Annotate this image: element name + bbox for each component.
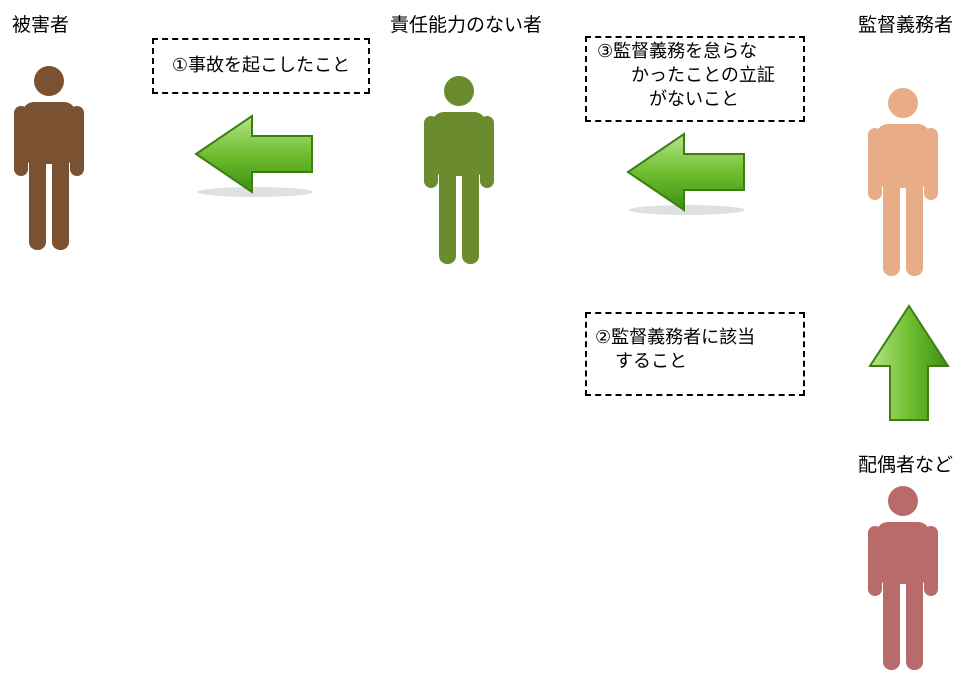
condition-3-box: ③監督義務を怠らな かったことの立証 がないこと <box>585 36 805 122</box>
condition-2-box: ②監督義務者に該当 すること <box>585 312 805 396</box>
condition-3-line1: ③監督義務を怠らな <box>597 41 758 62</box>
left-arrow-icon <box>194 114 313 197</box>
up-arrow-icon <box>868 304 950 421</box>
incapable-person-label: 責任能力のない者 <box>390 14 543 36</box>
condition-1-text: ①事故を起こしたこと <box>171 55 351 76</box>
condition-3-line3: がないこと <box>649 89 739 110</box>
incapable-person-icon <box>424 76 494 264</box>
victim-person-icon <box>14 66 84 250</box>
spouse-person-icon <box>868 486 938 670</box>
victim-label: 被害者 <box>12 14 70 36</box>
condition-2-line2: すること <box>615 351 687 372</box>
condition-1-box: ①事故を起こしたこと <box>152 38 370 94</box>
condition-3-line2: かったことの立証 <box>631 65 775 86</box>
spouse-label: 配偶者など <box>858 454 954 476</box>
supervisor-person-icon <box>868 88 938 276</box>
supervisor-label: 監督義務者 <box>858 14 954 36</box>
left-arrow-icon <box>626 132 745 215</box>
condition-2-line1: ②監督義務者に該当 <box>595 327 756 348</box>
